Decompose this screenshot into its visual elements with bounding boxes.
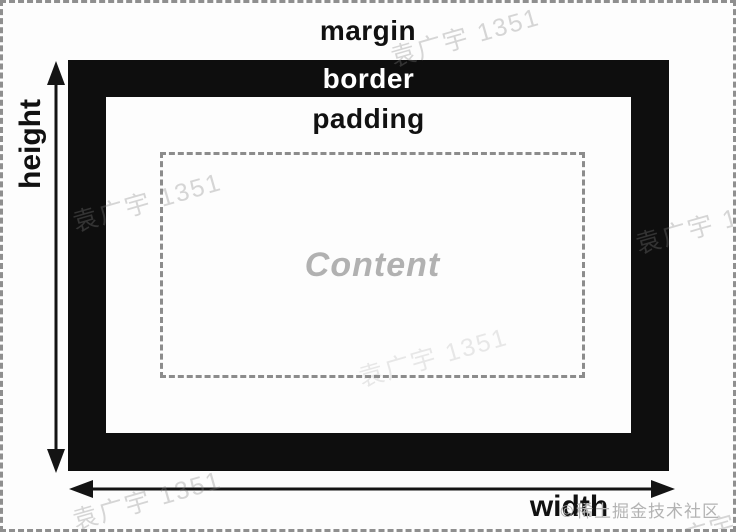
height-label: height <box>14 99 47 189</box>
padding-label: padding <box>312 103 425 134</box>
author-watermark: 袁广宇 1351 <box>653 484 733 529</box>
padding-box: padding Content <box>106 97 631 433</box>
content-label: Content <box>304 245 441 284</box>
border-label: border <box>322 63 415 94</box>
content-box: Content <box>160 152 585 378</box>
width-label: width <box>529 490 609 523</box>
border-box: border padding Content <box>68 60 669 471</box>
height-arrow-icon <box>47 61 65 473</box>
author-watermark: 袁广宇 1351 <box>69 466 226 532</box>
margin-label: margin <box>319 15 417 46</box>
